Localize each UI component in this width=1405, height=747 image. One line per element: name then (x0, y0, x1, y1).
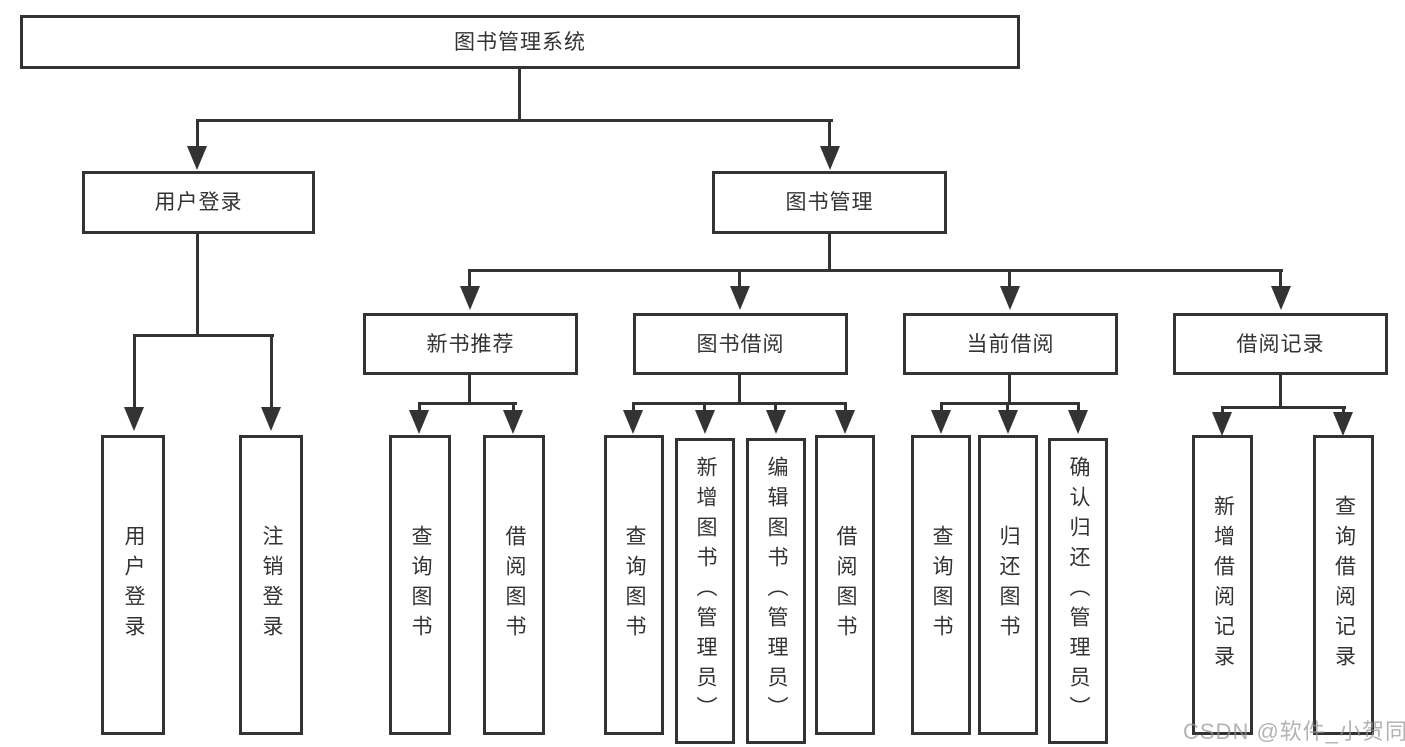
connector-line (703, 402, 706, 414)
connector-line (133, 334, 274, 337)
arrow-down-icon (835, 410, 855, 434)
connector-line (828, 119, 831, 149)
arrow-down-icon (1068, 410, 1088, 434)
arrow-down-icon (124, 407, 144, 431)
connector-line (1279, 373, 1282, 409)
connector-line (270, 334, 273, 410)
connector-line (774, 402, 777, 414)
connector-line (1221, 406, 1224, 416)
node-borrow-record: 借阅记录 (1173, 313, 1388, 375)
arrow-down-icon (460, 286, 480, 310)
connector-line (1006, 402, 1009, 414)
connector-line (940, 402, 943, 414)
node-root: 图书管理系统 (20, 15, 1020, 69)
arrow-down-icon (695, 410, 715, 434)
leaf-user-login: 用户登录 (101, 435, 165, 735)
connector-line (196, 232, 199, 336)
leaf-recommend-borrow-book: 借阅图书 (483, 435, 545, 735)
connector-line (632, 402, 635, 414)
connector-line (196, 119, 199, 149)
connector-line (196, 119, 833, 122)
connector-line (738, 373, 741, 405)
connector-line (738, 269, 741, 289)
connector-line (468, 269, 1283, 272)
connector-line (512, 402, 515, 414)
leaf-logout: 注销登录 (239, 435, 303, 735)
leaf-borrow-book: 借阅图书 (815, 435, 875, 735)
arrow-down-icon (1212, 412, 1232, 436)
arrow-down-icon (187, 146, 207, 170)
connector-line (418, 402, 421, 414)
arrow-down-icon (503, 410, 523, 434)
connector-line (518, 67, 521, 120)
connector-line (133, 334, 136, 410)
leaf-edit-book-admin: 编辑图书（管理员） (746, 438, 806, 744)
arrow-down-icon (820, 146, 840, 170)
leaf-add-borrow-record: 新增借阅记录 (1192, 435, 1253, 735)
node-user-login: 用户登录 (82, 171, 315, 234)
arrow-down-icon (766, 410, 786, 434)
node-book-management: 图书管理 (712, 171, 947, 234)
arrow-down-icon (1271, 286, 1291, 310)
arrow-down-icon (261, 407, 281, 431)
leaf-recommend-query-book: 查询图书 (389, 435, 451, 735)
leaf-query-borrow-record: 查询借阅记录 (1313, 435, 1374, 735)
connector-line (940, 402, 1080, 405)
arrow-down-icon (931, 410, 951, 434)
connector-line (1077, 402, 1080, 414)
connector-line (1008, 373, 1011, 405)
node-new-book-recommend: 新书推荐 (363, 313, 578, 375)
connector-line (468, 269, 471, 289)
arrow-down-icon (623, 410, 643, 434)
leaf-current-query-book: 查询图书 (911, 435, 971, 735)
node-book-borrow: 图书借阅 (633, 313, 848, 375)
arrow-down-icon (1000, 286, 1020, 310)
leaf-return-book: 归还图书 (978, 435, 1038, 735)
connector-line (828, 232, 831, 272)
connector-line (468, 373, 471, 405)
arrow-down-icon (730, 286, 750, 310)
connector-line (844, 402, 847, 414)
arrow-down-icon (409, 410, 429, 434)
connector-line (1221, 406, 1346, 409)
connector-line (1279, 269, 1282, 289)
connector-line (1008, 269, 1011, 289)
arrow-down-icon (998, 410, 1018, 434)
node-current-borrow: 当前借阅 (903, 313, 1118, 375)
csdn-watermark: CSDN @软件_小贺同学 (1183, 719, 1405, 744)
leaf-borrow-query-book: 查询图书 (604, 435, 664, 735)
leaf-add-book-admin: 新增图书（管理员） (675, 438, 735, 744)
connector-line (1342, 406, 1345, 416)
connector-line (632, 402, 847, 405)
arrow-down-icon (1333, 412, 1353, 436)
connector-line (418, 402, 517, 405)
leaf-confirm-return-admin: 确认归还（管理员） (1048, 438, 1108, 744)
